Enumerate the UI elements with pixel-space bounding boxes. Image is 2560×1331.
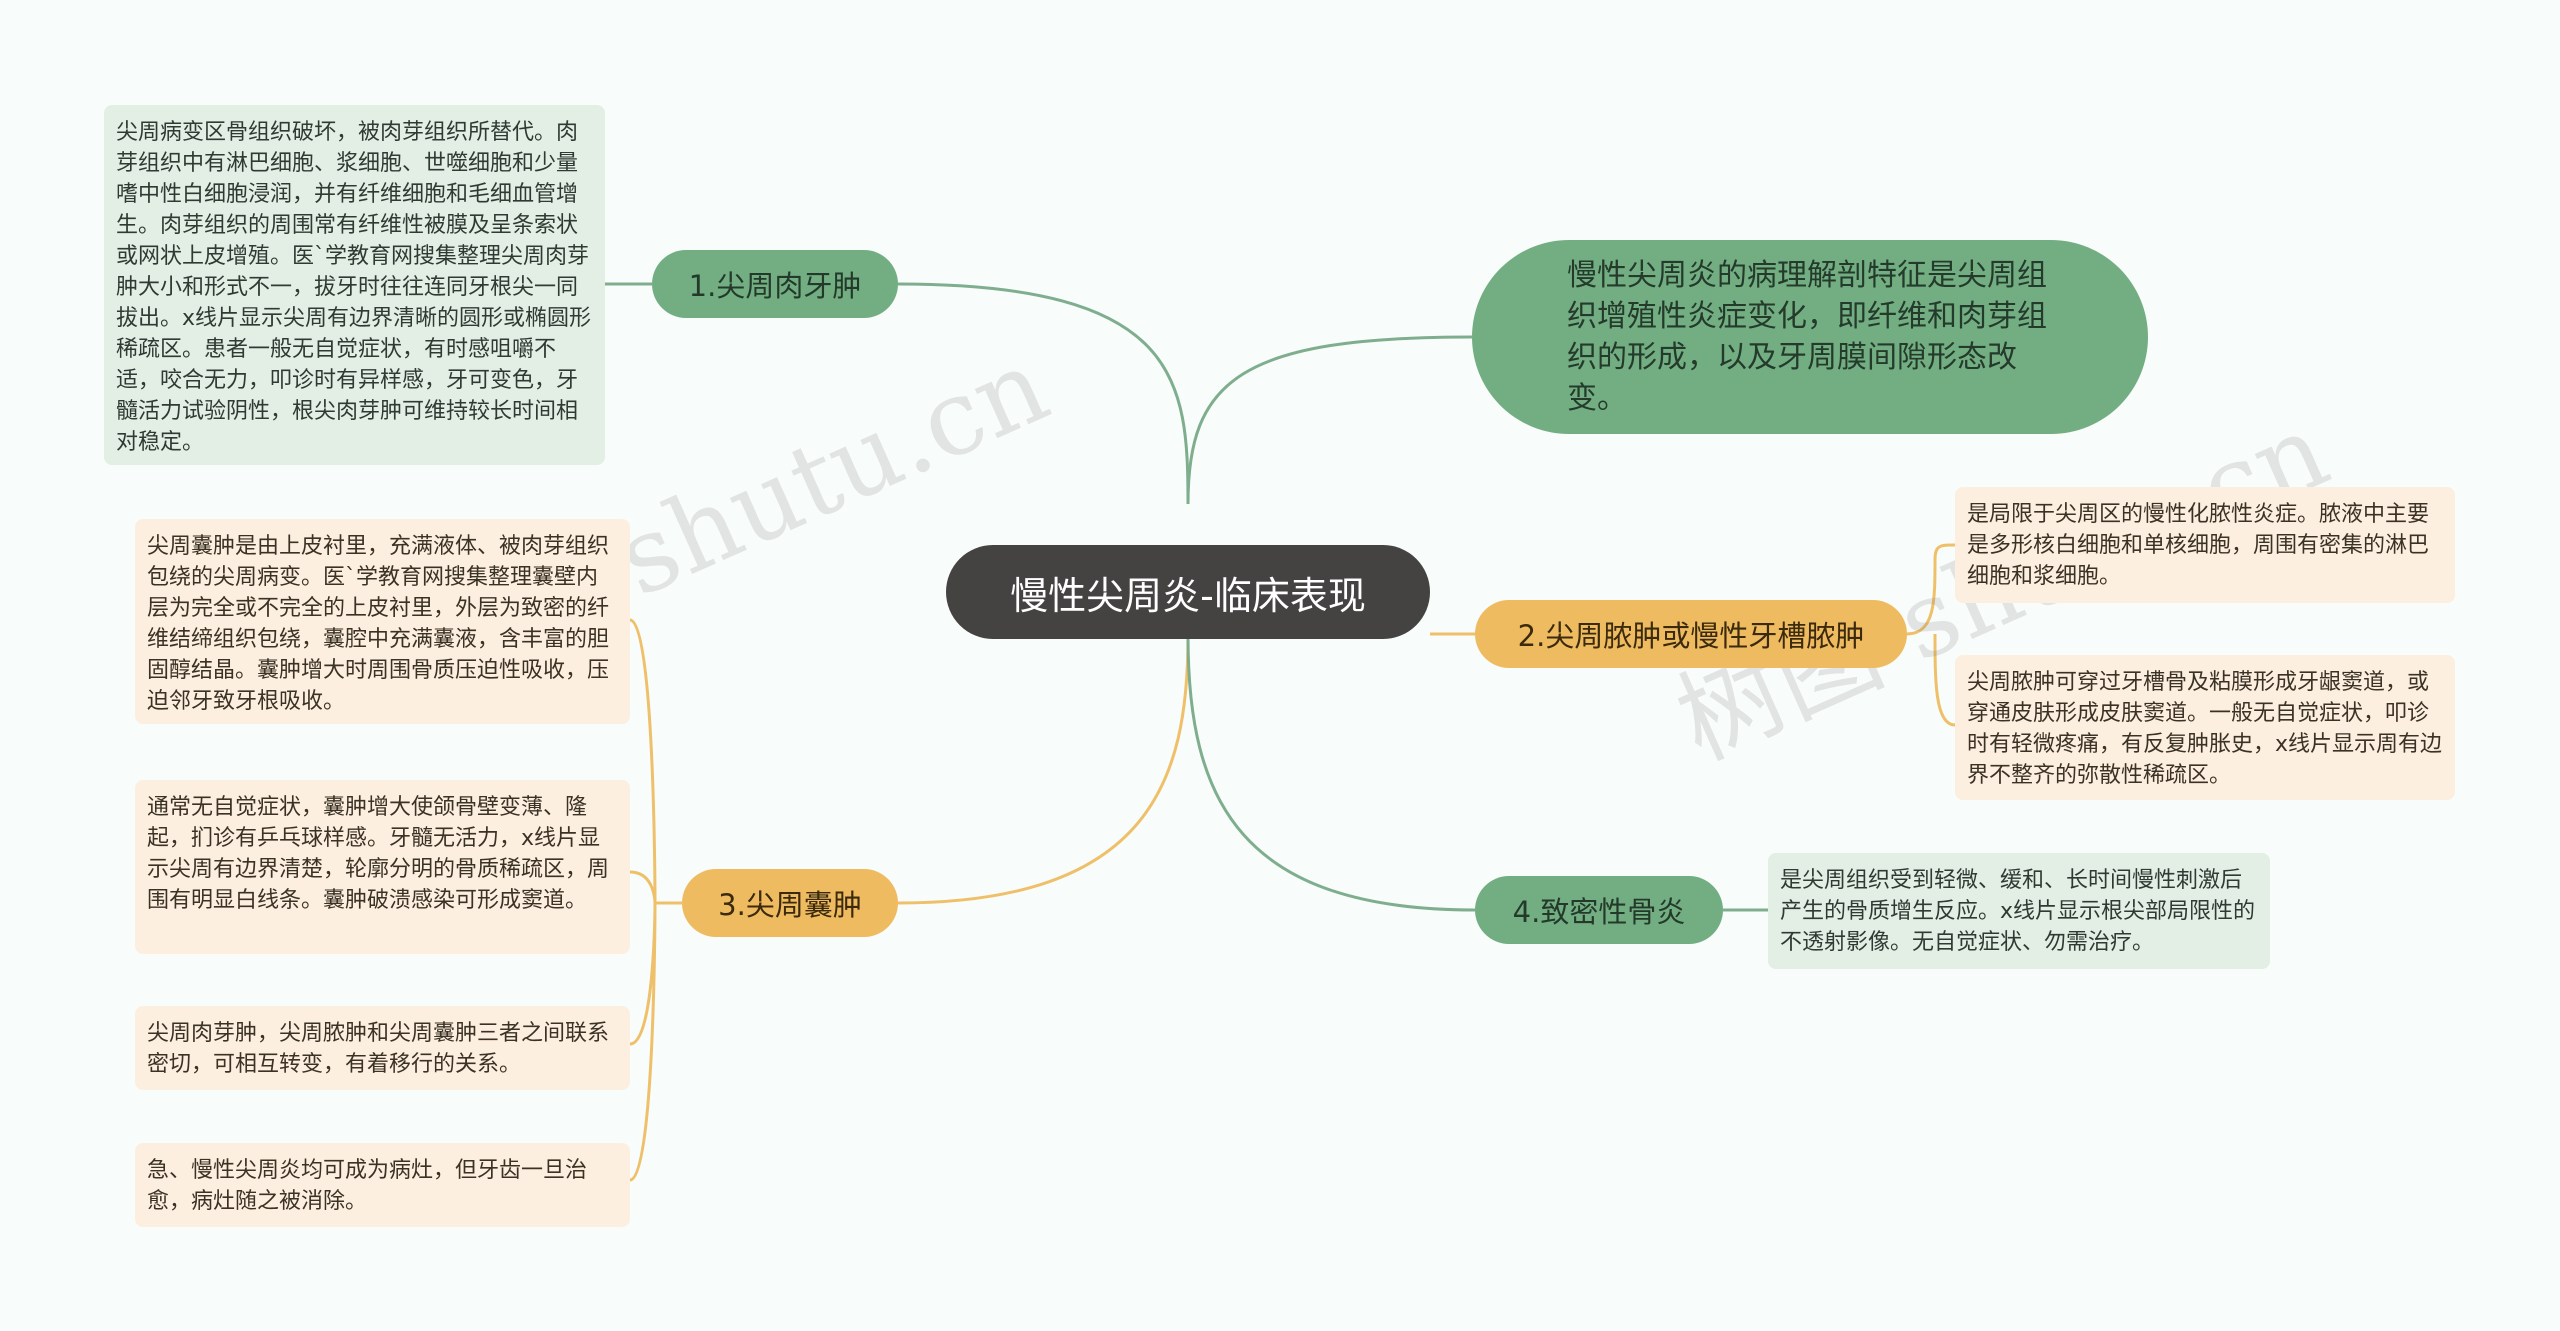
branch-4-leaf-1[interactable]: 是尖周组织受到轻微、缓和、长时间慢性刺激后产生的骨质增生反应。x线片显示根尖部局…	[1768, 853, 2270, 969]
branch-2-leaf-2[interactable]: 尖周脓肿可穿过牙槽骨及粘膜形成牙龈窦道，或穿通皮肤形成皮肤窦道。一般无自觉症状，…	[1955, 655, 2455, 800]
branch-3-label: 3.尖周囊肿	[718, 888, 862, 922]
summary-text: 慢性尖周炎的病理解剖特征是尖周组织增殖性炎症变化，即纤维和肉芽组织的形成，以及牙…	[1567, 258, 2047, 416]
branch-1-node[interactable]: 1.尖周肉牙肿	[652, 250, 898, 318]
root-label: 慢性尖周炎-临床表现	[1010, 573, 1366, 618]
branch-4-label: 4.致密性骨炎	[1512, 895, 1686, 929]
branch-3-leaf-1[interactable]: 尖周囊肿是由上皮衬里，充满液体、被肉芽组织包绕的尖周病变。医`学教育网搜集整理囊…	[135, 519, 630, 724]
branch-1-label: 1.尖周肉牙肿	[688, 269, 862, 303]
link-branch-2-leaves	[1906, 543, 1956, 727]
link-root-branch-4	[1186, 635, 1476, 912]
link-root-branch-1	[897, 282, 1190, 505]
branch-4-node[interactable]: 4.致密性骨炎	[1475, 876, 1723, 944]
branch-3-node[interactable]: 3.尖周囊肿	[682, 869, 898, 937]
branch-2-node[interactable]: 2.尖周脓肿或慢性牙槽脓肿	[1475, 600, 1907, 668]
link-branch-3-leaves	[629, 618, 682, 1182]
root-node[interactable]: 慢性尖周炎-临床表现	[946, 545, 1430, 639]
branch-1-leaf-1[interactable]: 尖周病变区骨组织破坏，被肉芽组织所替代。肉芽组织中有淋巴细胞、浆细胞、世噬细胞和…	[104, 105, 605, 465]
branch-2-leaf-1[interactable]: 是局限于尖周区的慢性化脓性炎症。脓液中主要是多形核白细胞和单核细胞，周围有密集的…	[1955, 487, 2455, 603]
branch-3-leaf-4[interactable]: 急、慢性尖周炎均可成为病灶，但牙齿一旦治愈，病灶随之被消除。	[135, 1143, 630, 1227]
branch-2-label: 2.尖周脓肿或慢性牙槽脓肿	[1517, 619, 1865, 653]
branch-3-leaf-2[interactable]: 通常无自觉症状，囊肿增大使颌骨壁变薄、隆起，扪诊有乒乓球样感。牙髓无活力，x线片…	[135, 780, 630, 954]
link-root-summary	[1186, 335, 1473, 505]
summary-node[interactable]: 慢性尖周炎的病理解剖特征是尖周组织增殖性炎症变化，即纤维和肉芽组织的形成，以及牙…	[1472, 240, 2148, 434]
link-root-branch-3	[897, 635, 1190, 905]
branch-3-leaf-3[interactable]: 尖周肉芽肿，尖周脓肿和尖周囊肿三者之间联系密切，可相互转变，有着移行的关系。	[135, 1006, 630, 1090]
